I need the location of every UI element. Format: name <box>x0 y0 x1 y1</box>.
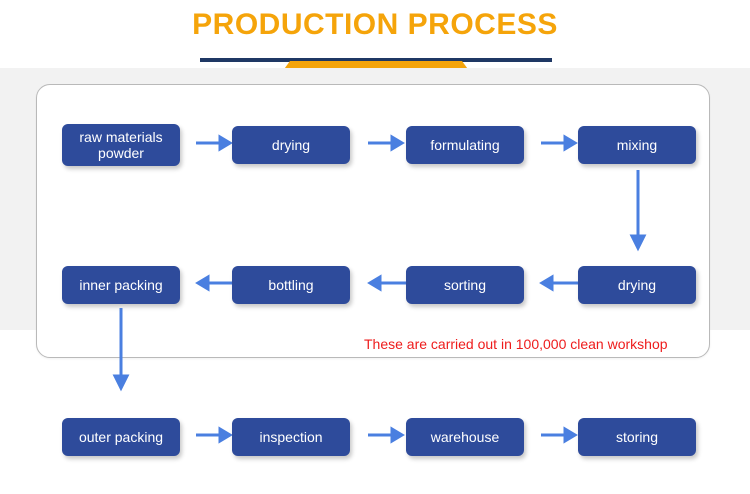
process-box-label: warehouse <box>430 428 500 445</box>
arrow-right-1 <box>196 133 236 153</box>
arrow-down-mixing-to-drying <box>627 170 649 254</box>
process-box-raw-materials-powder[interactable]: raw materials powder <box>62 124 180 166</box>
process-box-inner-packing[interactable]: inner packing <box>62 266 180 304</box>
title-divider <box>200 58 552 72</box>
process-box-label: sorting <box>443 276 487 293</box>
arrow-right-5 <box>368 425 408 445</box>
process-box-label: formulating <box>430 136 500 153</box>
process-box-label: storing <box>615 428 659 445</box>
process-box-label: drying <box>617 276 657 293</box>
arrow-right-6 <box>541 425 581 445</box>
process-box-warehouse[interactable]: warehouse <box>406 418 524 456</box>
process-box-label: bottling <box>268 276 314 293</box>
title-divider-banner <box>282 61 470 72</box>
arrow-right-2 <box>368 133 408 153</box>
process-box-mixing[interactable]: mixing <box>578 126 696 164</box>
process-box-outer-packing[interactable]: outer packing <box>62 418 180 456</box>
arrow-right-3 <box>541 133 581 153</box>
title-divider-line <box>200 58 552 62</box>
process-box-formulating[interactable]: formulating <box>406 126 524 164</box>
process-box-drying-2[interactable]: drying <box>578 266 696 304</box>
arrow-down-inner-to-outer-packing <box>110 308 132 394</box>
process-box-sorting[interactable]: sorting <box>406 266 524 304</box>
arrow-left-3 <box>536 273 578 293</box>
process-box-storing[interactable]: storing <box>578 418 696 456</box>
process-box-label: mixing <box>616 136 658 153</box>
process-box-label: outer packing <box>78 428 164 445</box>
process-box-bottling[interactable]: bottling <box>232 266 350 304</box>
process-box-label: raw materials powder <box>79 128 163 161</box>
process-box-label: inner packing <box>79 276 163 293</box>
arrow-right-4 <box>196 425 236 445</box>
arrow-left-1 <box>192 273 234 293</box>
page-title: PRODUCTION PROCESS <box>192 8 558 41</box>
process-box-label: drying <box>271 136 311 153</box>
process-box-inspection[interactable]: inspection <box>232 418 350 456</box>
arrow-left-2 <box>364 273 406 293</box>
clean-workshop-note: These are carried out in 100,000 clean w… <box>364 336 668 352</box>
process-box-label: inspection <box>259 428 323 445</box>
process-box-drying-1[interactable]: drying <box>232 126 350 164</box>
